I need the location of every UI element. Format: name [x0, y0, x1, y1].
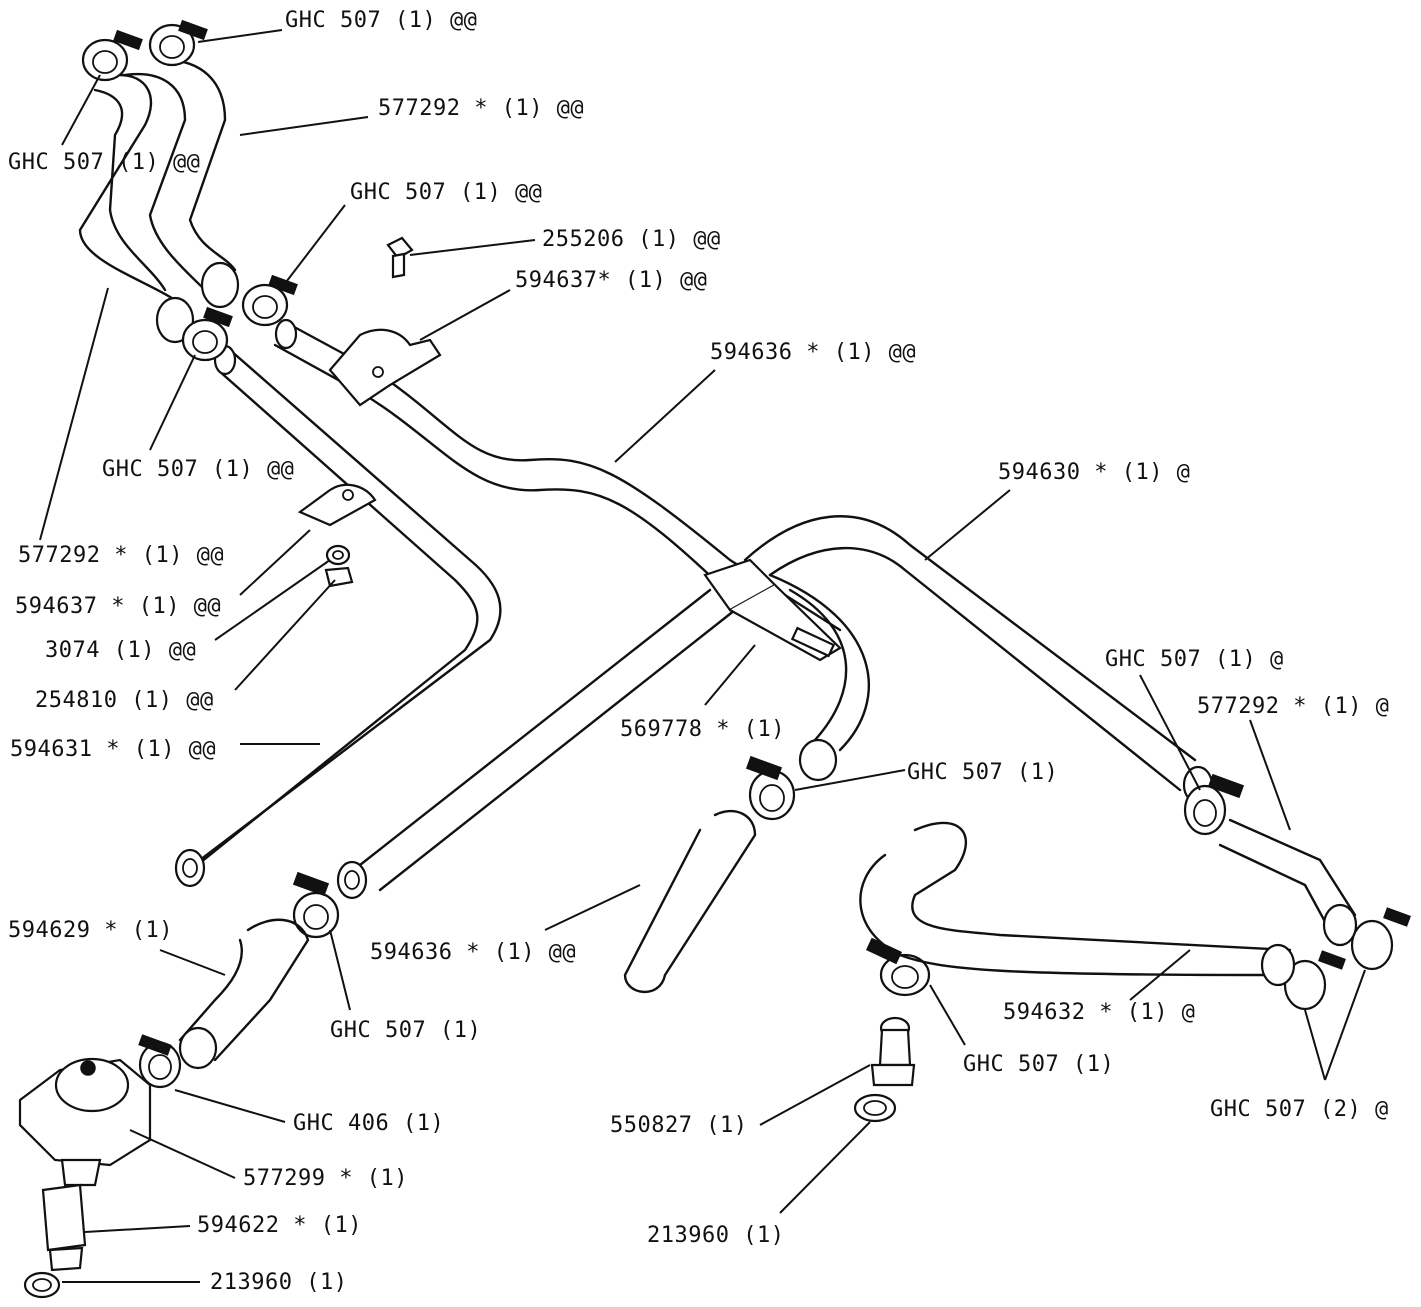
clip-569778	[703, 558, 842, 662]
elbow-hose-577292-top	[123, 58, 240, 309]
label-ghc507-bottom-center: GHC 507 (1)	[963, 1052, 1115, 1077]
label-594636-upper: 594636 * (1) @@	[710, 340, 917, 365]
washer-213960-left	[23, 1271, 61, 1299]
hose-center-bent	[623, 809, 757, 994]
hose-clamp-ghc406	[138, 1034, 182, 1089]
hose-clamp-center	[745, 755, 796, 821]
label-254810: 254810 (1) @@	[35, 688, 214, 713]
label-255206: 255206 (1) @@	[542, 227, 721, 252]
bolt-255206	[386, 236, 414, 279]
label-594630: 594630 * (1) @	[998, 460, 1191, 485]
pipe-594630	[743, 515, 1214, 805]
pipe-594631	[174, 344, 502, 888]
label-594629: 594629 * (1)	[8, 918, 173, 943]
bracket-594637-top	[328, 328, 442, 407]
hose-594629	[178, 918, 310, 1070]
label-213960-center: 213960 (1)	[647, 1223, 785, 1248]
label-594632: 594632 * (1) @	[1003, 1000, 1196, 1025]
hose-clamp-top-left	[81, 29, 143, 82]
fitting-594622	[41, 1183, 87, 1272]
hose-clamp-top-right	[148, 19, 208, 67]
hose-clamp-mid	[241, 274, 298, 327]
label-594637-lower: 594637 * (1) @@	[15, 594, 222, 619]
nipple-550827	[870, 1016, 916, 1087]
label-594631: 594631 * (1) @@	[10, 737, 217, 762]
label-3074: 3074 (1) @@	[45, 638, 197, 663]
label-569778: 569778 * (1)	[620, 717, 785, 742]
washer-213960-center	[853, 1093, 897, 1123]
bracket-594637-lower	[297, 483, 377, 527]
hose-clamp-lower-left	[292, 871, 340, 939]
label-ghc507-left-mid: GHC 507 (1) @@	[102, 457, 295, 482]
hose-clamp-bottom-center	[865, 937, 931, 997]
hose-clamp-pair-right	[1283, 907, 1411, 1011]
valve-577299	[18, 1057, 152, 1187]
washer-3074	[325, 544, 351, 566]
label-594636-lower: 594636 * (1) @@	[370, 940, 577, 965]
label-594622: 594622 * (1)	[197, 1213, 362, 1238]
hose-clamp-right-upper	[1183, 773, 1245, 836]
elbow-hose-577292-left	[78, 73, 195, 344]
label-ghc507-center: GHC 507 (1)	[907, 760, 1059, 785]
label-594637-top: 594637* (1) @@	[515, 268, 708, 293]
label-ghc507-mid: GHC 507 (1) @@	[350, 180, 543, 205]
pipe-594636-lower	[336, 588, 737, 900]
label-577292-left: 577292 * (1) @@	[18, 543, 225, 568]
label-ghc507-right-upper: GHC 507 (1) @	[1105, 647, 1284, 672]
label-577299: 577299 * (1)	[243, 1166, 408, 1191]
nut-254810	[324, 566, 354, 588]
hose-clamp-left-mid	[181, 306, 233, 362]
label-ghc507-lower-left: GHC 507 (1)	[330, 1018, 482, 1043]
label-ghc507-pair: GHC 507 (2) @	[1210, 1097, 1389, 1122]
label-213960-left: 213960 (1)	[210, 1270, 348, 1295]
label-ghc507-top: GHC 507 (1) @@	[285, 8, 478, 33]
pipe-594636-upper	[273, 318, 842, 657]
hose-577292-right	[1218, 818, 1358, 947]
label-577292-right: 577292 * (1) @	[1197, 694, 1390, 719]
label-ghc406: GHC 406 (1)	[293, 1111, 445, 1136]
label-ghc507-left-top: GHC 507 (1) @@	[8, 150, 201, 175]
label-550827: 550827 (1)	[610, 1113, 748, 1138]
hose-594632	[859, 821, 1296, 987]
label-577292-top: 577292 * (1) @@	[378, 96, 585, 121]
leader-lines	[39, 29, 1366, 1283]
